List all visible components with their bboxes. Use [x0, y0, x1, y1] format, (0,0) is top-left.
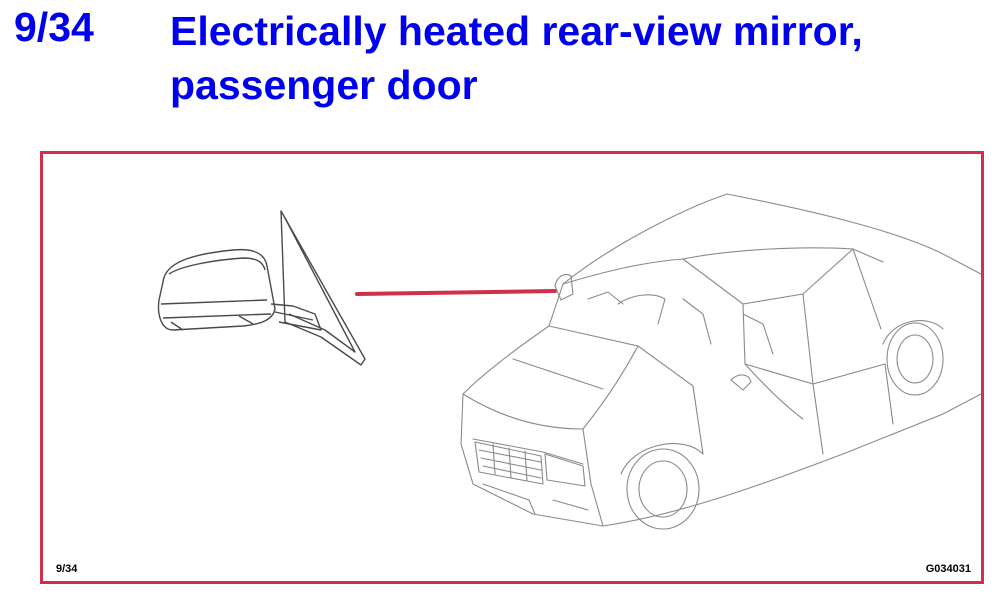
- figure-page-ref: 9/34: [56, 563, 78, 575]
- figure-code: G034031: [925, 563, 971, 575]
- car-illustration: [460, 193, 981, 530]
- page-number: 9/34: [14, 4, 94, 50]
- pointer-line: [355, 289, 557, 296]
- figure-frame: 9/34 G034031: [40, 151, 984, 584]
- page-title: Electrically heated rear-view mirror, pa…: [170, 8, 863, 108]
- figure-illustration: [157, 193, 981, 530]
- mirror-detail: [157, 210, 366, 366]
